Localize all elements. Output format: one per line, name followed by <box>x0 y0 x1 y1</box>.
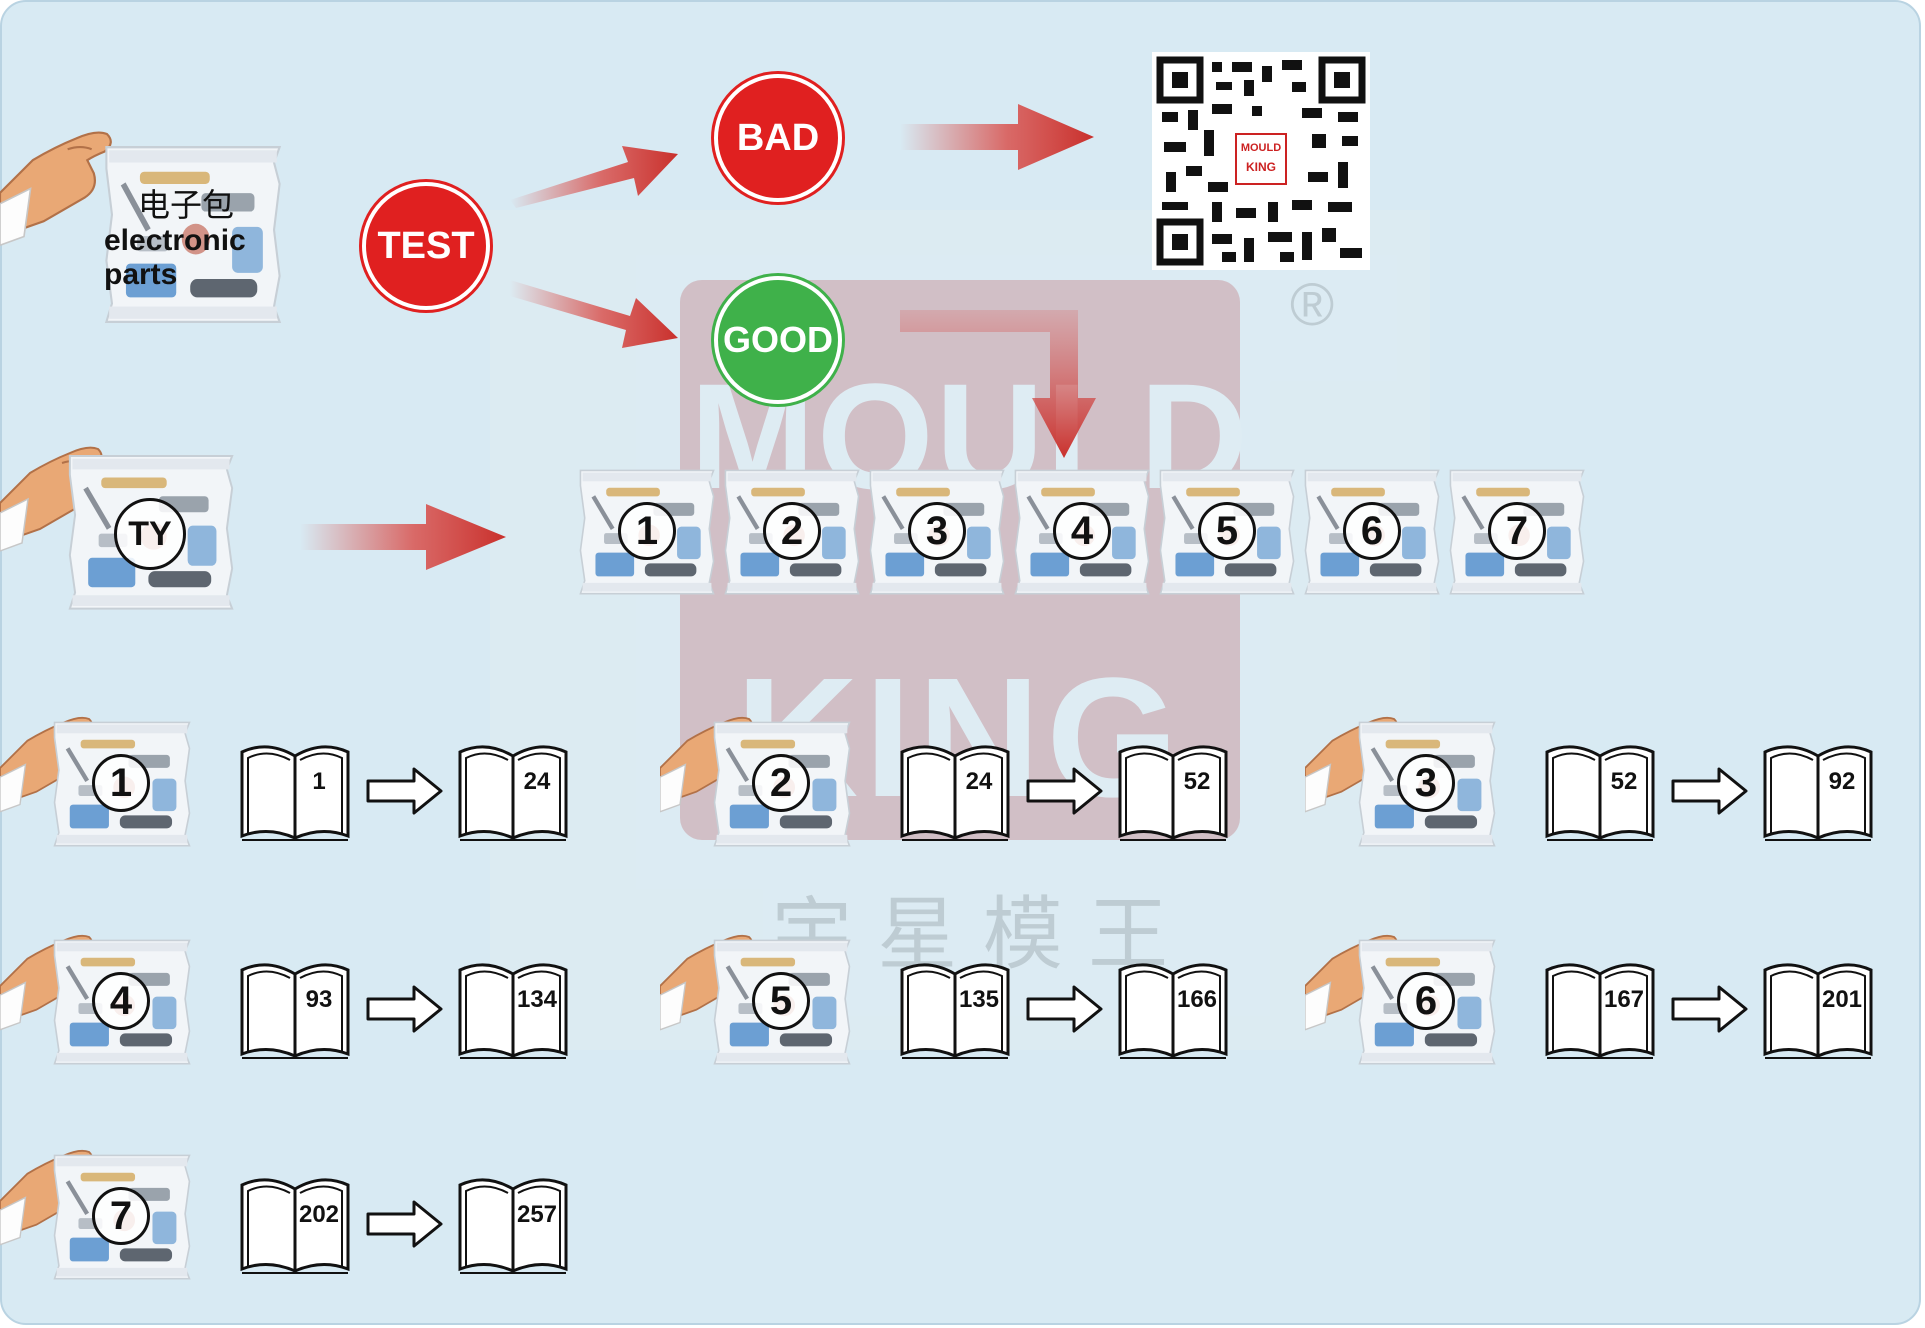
electronic-parts-bag: 电子包 electronic parts <box>98 138 288 328</box>
book-end-icon: 52 <box>1116 738 1230 842</box>
step-group: 1 1 24 <box>0 700 580 850</box>
book-start-icon: 202 <box>238 1171 352 1275</box>
bag-number: 7 <box>92 1187 150 1245</box>
bag-number: 7 <box>1488 502 1546 560</box>
step-group: 7 202 257 <box>0 1133 580 1283</box>
bag-number: 1 <box>92 754 150 812</box>
arrow-right-icon <box>366 766 444 816</box>
arrow-ty-to-bags <box>300 504 506 570</box>
end-page: 52 <box>1183 768 1211 795</box>
step-bag: 7 <box>48 1149 196 1283</box>
bag-number: 5 <box>752 972 810 1030</box>
bag-row-item: 4 <box>1009 464 1155 598</box>
bag-number: 3 <box>908 502 966 560</box>
arrow-right-icon <box>1671 984 1749 1034</box>
step-group: 6 167 201 <box>1305 918 1885 1068</box>
book-start-icon: 167 <box>1543 956 1657 1060</box>
bag-number: 2 <box>763 502 821 560</box>
electronic-label-cn: 电子包 <box>138 186 235 224</box>
good-badge: GOOD <box>714 276 842 404</box>
electronic-label-en-1: electronic <box>104 224 246 257</box>
bag-row: 1 2 3 4 5 6 7 <box>574 464 1590 598</box>
end-page: 257 <box>516 1201 558 1228</box>
step-group: 2 24 52 <box>660 700 1240 850</box>
start-page: 52 <box>1610 768 1638 795</box>
step-bag: 2 <box>708 716 856 850</box>
step-group: 4 93 134 <box>0 918 580 1068</box>
qr-logo-top: MOULD <box>1240 142 1282 154</box>
bag-row-item: 5 <box>1154 464 1300 598</box>
arrow-to-bad <box>510 146 678 208</box>
book-start-icon: 135 <box>898 956 1012 1060</box>
step-bag: 4 <box>48 934 196 1068</box>
qr-logo-bottom: KING <box>1246 160 1276 174</box>
bag-number: 2 <box>752 754 810 812</box>
electronic-label-en-2: parts <box>104 258 178 291</box>
ty-label: TY <box>114 498 186 570</box>
arrow-right-icon <box>366 984 444 1034</box>
qr-code: MOULD KING <box>1152 52 1370 270</box>
bag-number: 6 <box>1397 972 1455 1030</box>
arrow-to-qr <box>900 104 1094 170</box>
bag-row-item: 3 <box>864 464 1010 598</box>
bag-row-item: 1 <box>574 464 720 598</box>
bag-number: 6 <box>1343 502 1401 560</box>
start-page: 135 <box>958 986 1000 1013</box>
start-page: 93 <box>305 986 333 1013</box>
book-start-icon: 24 <box>898 738 1012 842</box>
start-page: 202 <box>298 1201 340 1228</box>
book-end-icon: 92 <box>1761 738 1875 842</box>
bag-row-item: 6 <box>1299 464 1445 598</box>
watermark-registered: ® <box>1290 271 1335 338</box>
end-page: 134 <box>516 986 558 1013</box>
bag-number: 4 <box>1053 502 1111 560</box>
ty-bag: TY <box>62 448 240 614</box>
start-page: 24 <box>965 768 993 795</box>
start-page: 167 <box>1603 986 1645 1013</box>
bag-number: 1 <box>618 502 676 560</box>
arrow-right-icon <box>366 1199 444 1249</box>
arrow-to-good <box>510 280 678 348</box>
book-end-icon: 257 <box>456 1171 570 1275</box>
bag-row-item: 7 <box>1444 464 1590 598</box>
book-end-icon: 166 <box>1116 956 1230 1060</box>
step-group: 3 52 92 <box>1305 700 1885 850</box>
book-end-icon: 24 <box>456 738 570 842</box>
watermark-square <box>490 210 1430 1050</box>
book-start-icon: 1 <box>238 738 352 842</box>
arrow-right-icon <box>1026 766 1104 816</box>
bad-badge: BAD <box>714 74 842 202</box>
bag-row-item: 2 <box>719 464 865 598</box>
step-bag: 3 <box>1353 716 1501 850</box>
end-page: 201 <box>1821 986 1863 1013</box>
end-page: 166 <box>1176 986 1218 1013</box>
book-end-icon: 201 <box>1761 956 1875 1060</box>
arrow-right-icon <box>1671 766 1749 816</box>
book-start-icon: 93 <box>238 956 352 1060</box>
book-start-icon: 52 <box>1543 738 1657 842</box>
arrow-to-bag-row <box>900 310 1096 458</box>
test-badge: TEST <box>362 182 490 310</box>
step-group: 5 135 166 <box>660 918 1240 1068</box>
end-page: 92 <box>1828 768 1856 795</box>
step-bag: 1 <box>48 716 196 850</box>
end-page: 24 <box>523 768 551 795</box>
step-bag: 6 <box>1353 934 1501 1068</box>
step-bag: 5 <box>708 934 856 1068</box>
start-page: 1 <box>312 768 326 795</box>
book-end-icon: 134 <box>456 956 570 1060</box>
arrow-right-icon <box>1026 984 1104 1034</box>
bag-number: 4 <box>92 972 150 1030</box>
bag-number: 5 <box>1198 502 1256 560</box>
bag-number: 3 <box>1397 754 1455 812</box>
